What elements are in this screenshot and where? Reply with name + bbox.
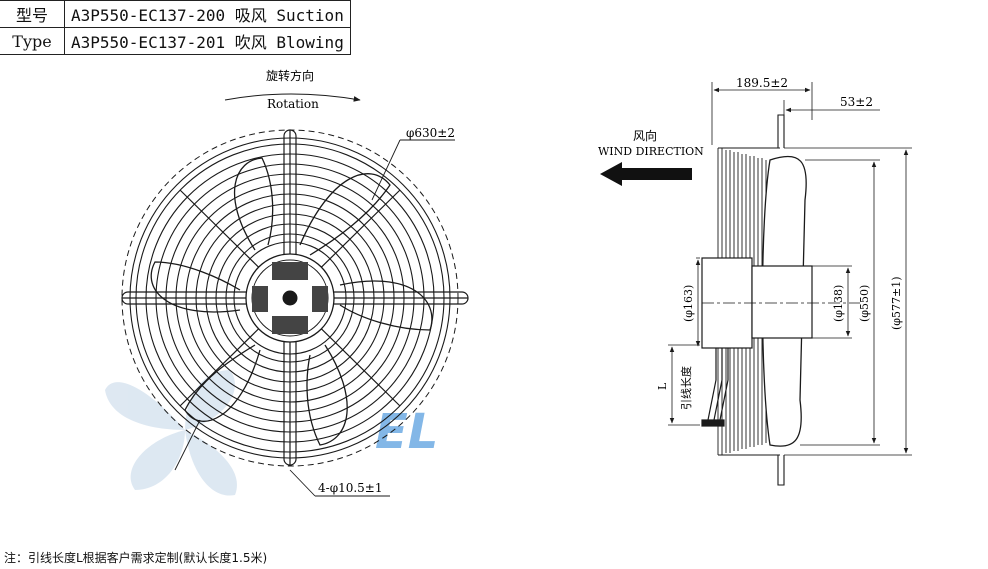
side-lead-cables — [701, 348, 729, 427]
type-table: 型号 A3P550-EC137-200 吸风 Suction Type A3P5… — [0, 0, 351, 55]
guard-diameter-leader — [371, 139, 401, 201]
wind-label-en: WIND DIRECTION — [598, 145, 704, 158]
rotation-arrow — [224, 93, 361, 102]
type-label-en: Type — [0, 27, 65, 55]
motor-hub — [245, 253, 335, 343]
lead-length-label: L — [656, 382, 669, 390]
blade-diameter-label: (φ550) — [858, 285, 871, 322]
watermark-logo: EL — [105, 370, 438, 496]
rotation-label-cn: 旋转方向 — [266, 68, 314, 83]
hub-diameter-label: (φ163) — [682, 285, 695, 322]
guard-diameter-label: φ630±2 — [406, 126, 455, 140]
ring-diameter-label: (φ577±1) — [890, 277, 903, 331]
type-value-blowing: A3P550-EC137-201 吹风 Blowing — [64, 27, 351, 55]
watermark-text: EL — [375, 404, 438, 460]
motor-diameter-label: (φ138) — [832, 285, 845, 322]
type-label-cn: 型号 — [0, 0, 65, 28]
wind-label-cn: 风向 — [633, 128, 657, 143]
type-row-2: Type A3P550-EC137-201 吹风 Blowing — [0, 27, 351, 55]
side-view — [600, 82, 912, 486]
fan-blades — [150, 157, 433, 446]
mount-holes-leader — [289, 469, 316, 497]
side-mount-bracket — [777, 114, 785, 148]
type-row-1: 型号 A3P550-EC137-200 吸风 Suction — [0, 0, 351, 28]
depth-label: 189.5±2 — [736, 76, 788, 90]
lead-length-cn-label: 引线长度 — [679, 366, 693, 410]
technical-drawing: EL — [105, 68, 912, 497]
watermark-fan-icon — [105, 370, 237, 496]
front-view — [121, 93, 469, 497]
motor-depth-label: 53±2 — [840, 95, 873, 109]
mount-holes-label: 4-φ10.5±1 — [318, 481, 383, 495]
type-value-suction: A3P550-EC137-200 吸风 Suction — [64, 0, 351, 28]
rotation-label-en: Rotation — [267, 97, 319, 111]
footnote: 注：引线长度L根据客户需求定制(默认长度1.5米) — [4, 551, 268, 565]
wind-direction-arrow-icon — [600, 162, 692, 186]
